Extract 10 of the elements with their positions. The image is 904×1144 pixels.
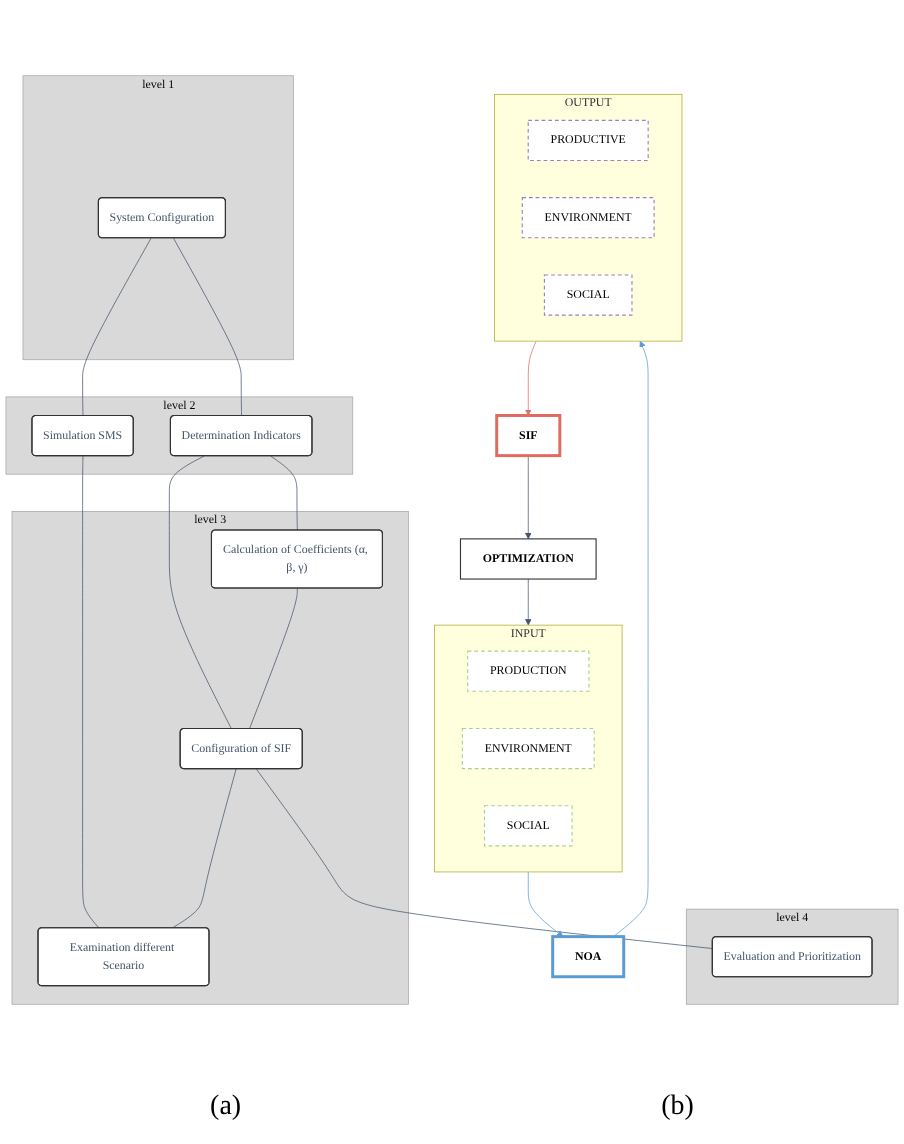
- connector: [255, 768, 714, 949]
- connector: [270, 455, 298, 531]
- connector: [173, 237, 242, 417]
- panel-caption: (b): [661, 1092, 694, 1124]
- panel-caption: (a): [210, 1092, 242, 1124]
- connector: [82, 455, 100, 929]
- connector: [168, 455, 232, 730]
- connector: [171, 768, 237, 929]
- connector: [82, 237, 152, 417]
- connector: [249, 587, 298, 730]
